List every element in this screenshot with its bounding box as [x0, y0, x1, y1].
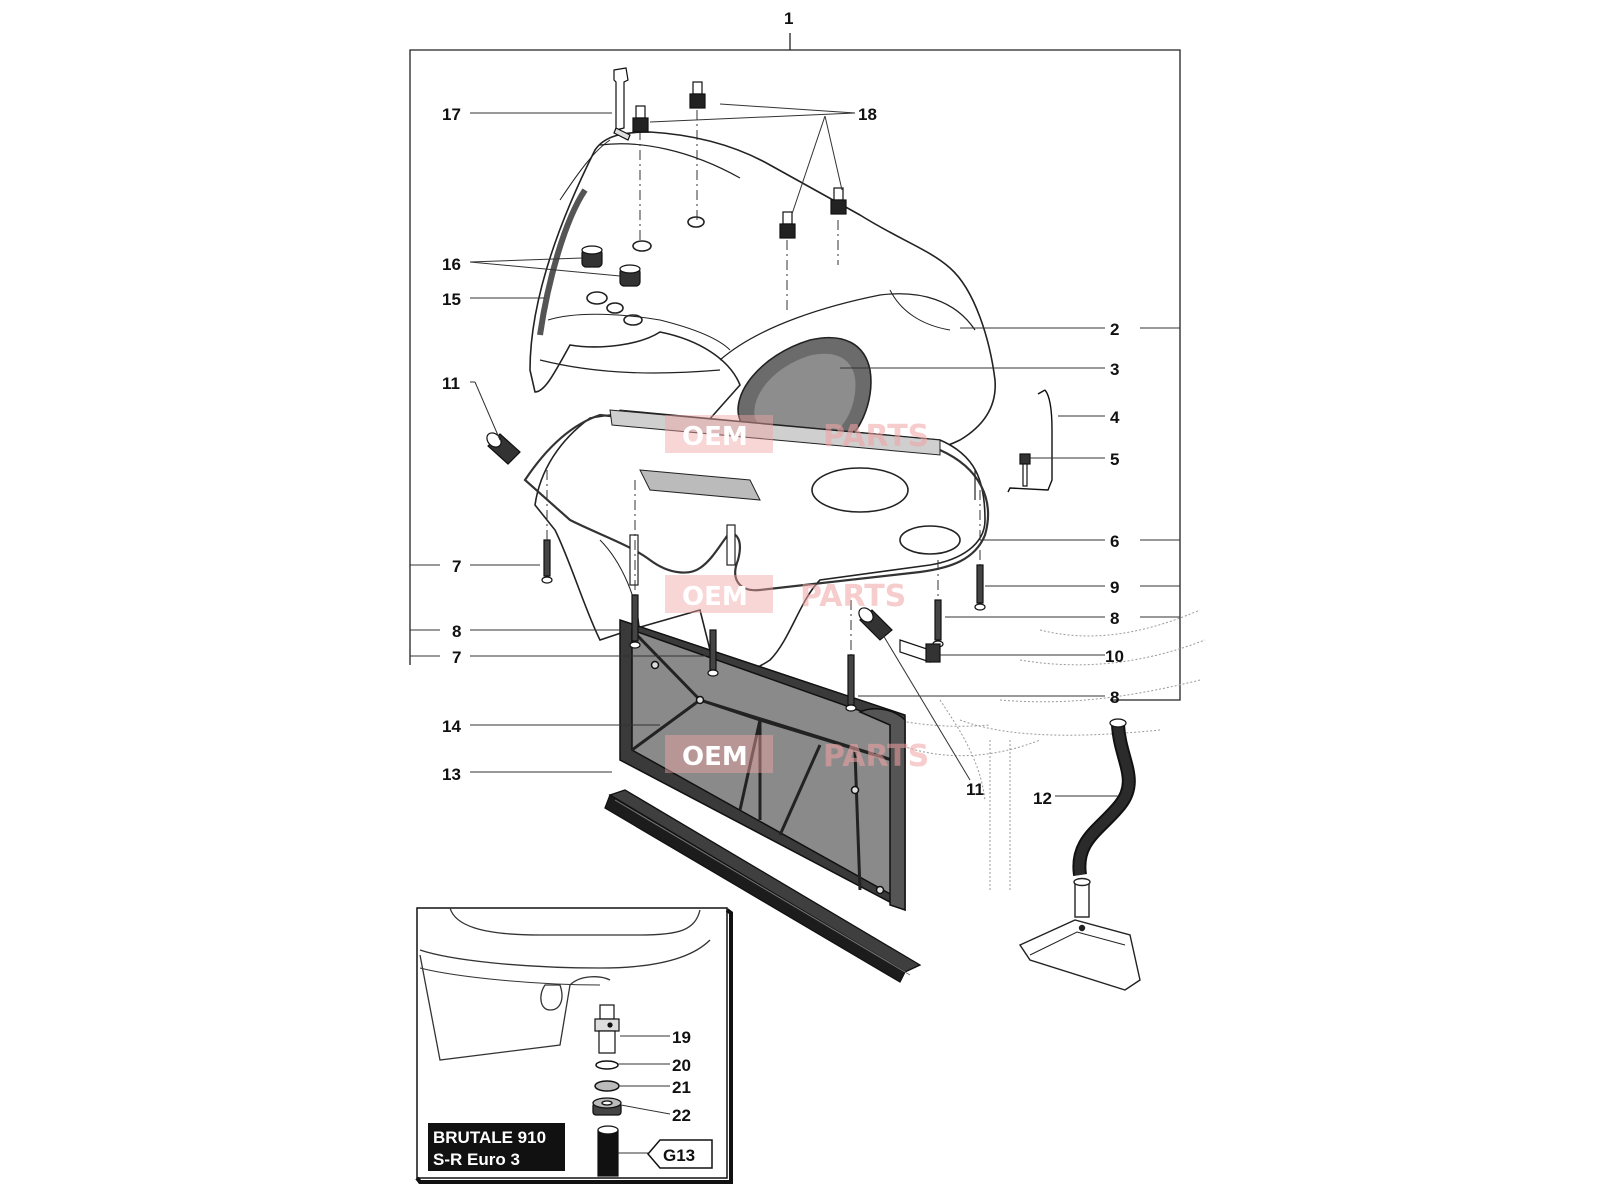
- callout-8b: 8: [452, 622, 461, 641]
- callout-22: 22: [672, 1106, 691, 1125]
- callout-10: 10: [1105, 647, 1124, 666]
- callout-11b: 11: [966, 780, 984, 799]
- callouts: 1 17 18 16 15 2 3 11 4 5 6 7 9 8 8 7 10 …: [442, 9, 1124, 1125]
- inset-nut-22: [592, 1097, 622, 1116]
- callout-6: 6: [1110, 532, 1119, 551]
- callout-17: 17: [442, 105, 461, 124]
- callout-11a: 11: [442, 374, 460, 393]
- callout-20: 20: [672, 1056, 691, 1075]
- inset-oring-20: [595, 1060, 619, 1070]
- inset-stud-19: [594, 1004, 620, 1054]
- svg-text:PARTS: PARTS: [823, 419, 929, 454]
- callout-2: 2: [1110, 320, 1119, 339]
- callout-9: 9: [1110, 578, 1119, 597]
- frame-outline: [829, 609, 1206, 890]
- grommet-studs: [632, 81, 847, 239]
- bracket-4: [1007, 389, 1053, 493]
- inset-hose: [597, 1125, 619, 1177]
- screw-7b: [707, 629, 719, 677]
- reference-tag: [647, 1139, 713, 1169]
- svg-text:OEM: OEM: [682, 742, 748, 772]
- callout-8a: 8: [1110, 609, 1119, 628]
- watermark: OEM PARTS OEM PARTS OEM PARTS: [665, 415, 929, 774]
- callout-3: 3: [1110, 360, 1119, 379]
- air-filter-element: [619, 618, 906, 912]
- callout-7a: 7: [452, 557, 461, 576]
- breather-hose: [1072, 718, 1136, 876]
- callout-4: 4: [1110, 408, 1120, 427]
- svg-text:OEM: OEM: [682, 422, 748, 452]
- svg-text:OEM: OEM: [682, 582, 748, 612]
- inset-washer-21: [594, 1080, 620, 1092]
- screw-8b: [932, 599, 944, 648]
- stud-18a: [689, 81, 706, 109]
- leader-lines: [410, 103, 1180, 797]
- breather-base: [1018, 877, 1141, 991]
- clip-17: [613, 67, 631, 141]
- fitting-10: [899, 639, 941, 663]
- callout-12: 12: [1033, 789, 1052, 808]
- inset-model-label: [428, 1123, 565, 1171]
- hose-stub-11a: [486, 432, 521, 465]
- callout-8c: 8: [1110, 688, 1119, 707]
- foam-strip: [604, 789, 922, 983]
- callout-1: 1: [784, 9, 793, 28]
- screw-8c: [845, 654, 857, 712]
- callout-14: 14: [442, 717, 461, 736]
- callout-18: 18: [858, 105, 877, 124]
- bolt-5: [1019, 453, 1031, 487]
- reference-tag-label: G13: [663, 1146, 695, 1165]
- callout-19: 19: [672, 1028, 691, 1047]
- hose-stub-11b: [858, 607, 893, 641]
- callout-21: 21: [672, 1078, 691, 1097]
- stud-18b: [632, 105, 649, 133]
- airbox-lower-housing: [523, 409, 990, 674]
- assembly-bracket: [409, 33, 1181, 701]
- grommets-16: [581, 245, 641, 287]
- stud-18c: [830, 187, 847, 215]
- svg-text:PARTS: PARTS: [823, 739, 929, 774]
- callout-16: 16: [442, 255, 461, 274]
- screws: [541, 539, 986, 712]
- screw-9: [974, 564, 986, 611]
- callout-15: 15: [442, 290, 461, 309]
- inset-detail: BRUTALE 910 S-R Euro 3 G13: [415, 907, 733, 1184]
- callout-5: 5: [1110, 450, 1119, 469]
- svg-text:PARTS: PARTS: [800, 579, 906, 614]
- stud-18d: [779, 211, 796, 239]
- screw-8a: [629, 594, 641, 649]
- callout-13: 13: [442, 765, 461, 784]
- callout-7b: 7: [452, 648, 461, 667]
- screw-7a: [541, 539, 553, 584]
- inset-model-line1: BRUTALE 910: [433, 1128, 546, 1147]
- inset-model-line2: S-R Euro 3: [433, 1150, 520, 1169]
